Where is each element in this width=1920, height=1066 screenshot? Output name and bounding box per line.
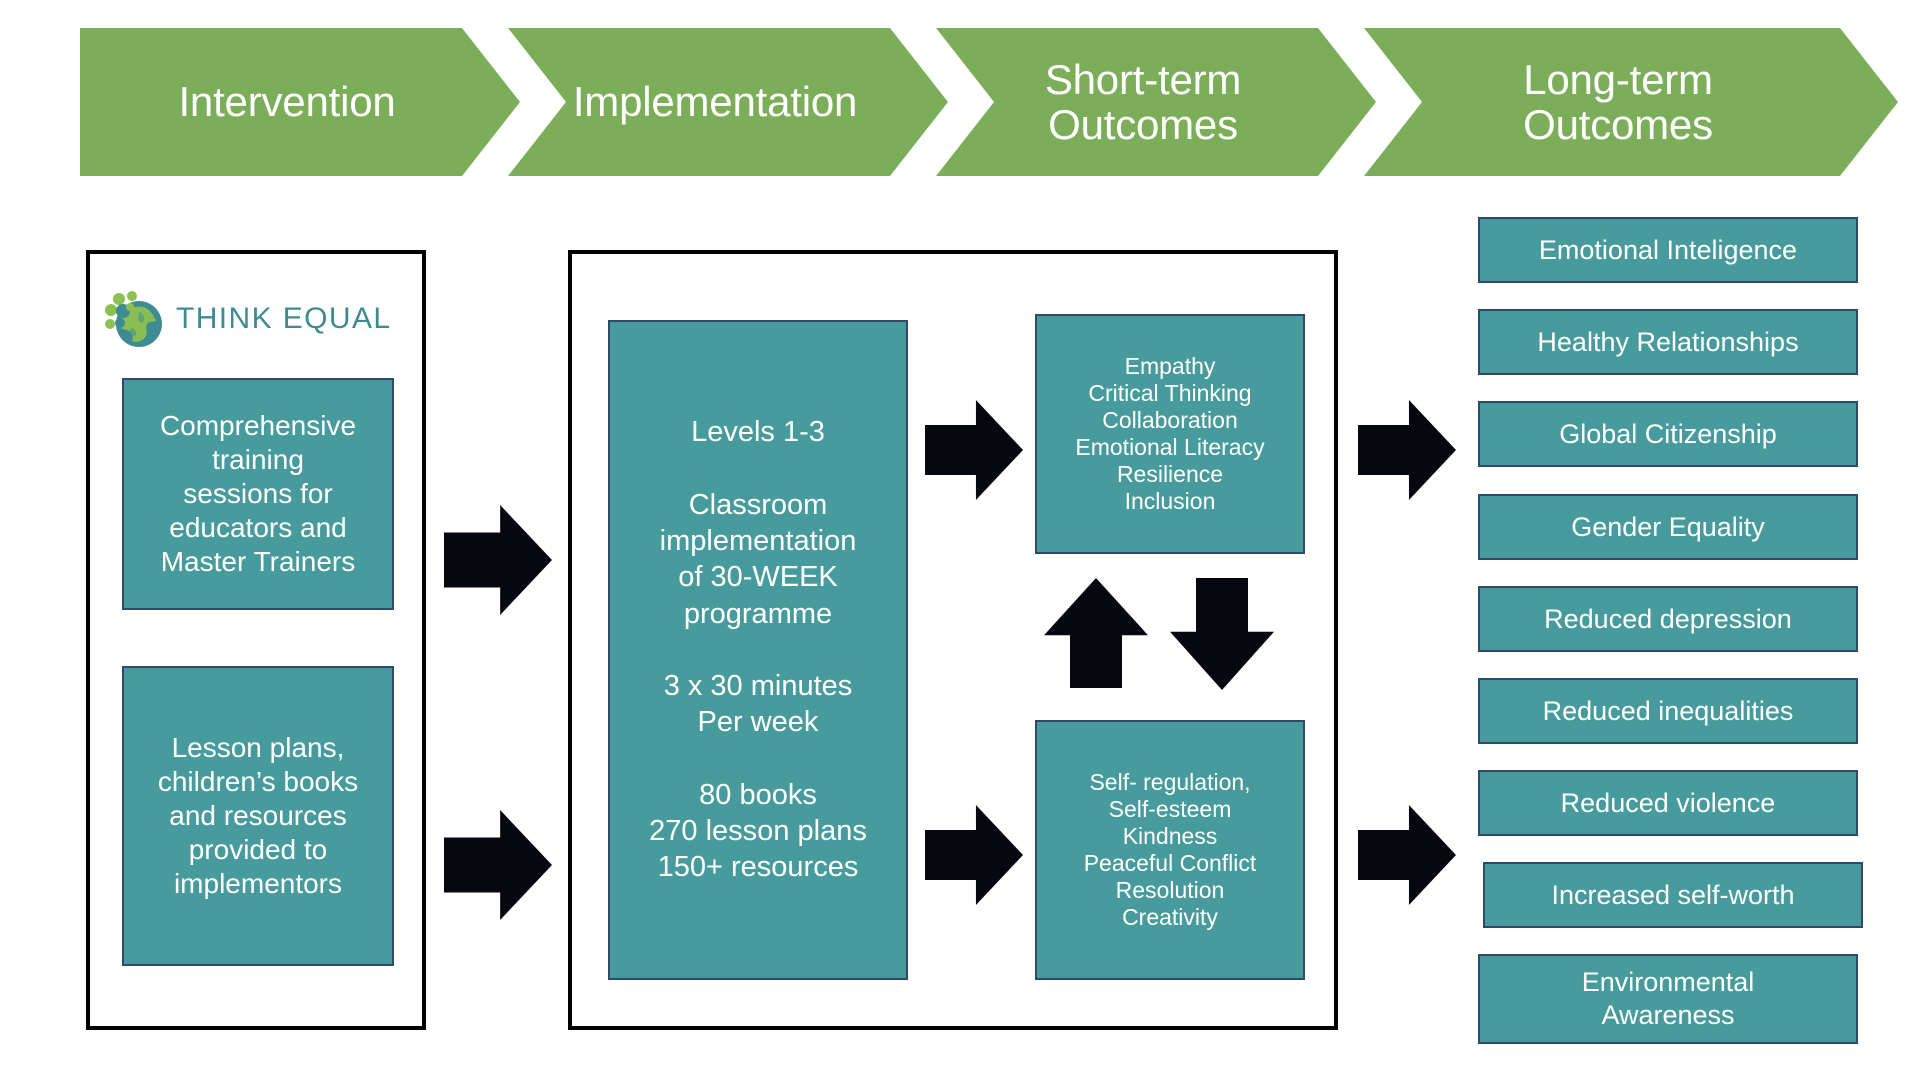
long-term-outcome-box-5-text: Reduced depression [1544, 603, 1792, 634]
stage-chevron-implementation-label: Implementation [572, 78, 858, 126]
short-term-outcome-box-behaviours-text: Self- regulation, Self-esteem Kindness P… [1083, 769, 1257, 930]
long-term-outcome-box-4-text: Gender Equality [1571, 511, 1765, 542]
arrow-intervention-training-to-implementation [444, 505, 552, 615]
long-term-outcome-box-9: Environmental Awareness [1478, 954, 1858, 1044]
long-term-outcome-box-4: Gender Equality [1478, 494, 1858, 560]
stage-chevron-long-term-outcomes: Long-term Outcomes [1364, 28, 1898, 176]
stage-chevron-intervention: Intervention [80, 28, 520, 176]
long-term-outcome-box-3: Global Citizenship [1478, 401, 1858, 467]
arrow-short-term-bottom-to-long-term [1358, 805, 1456, 905]
think-equal-logo-text: THINK EQUAL [176, 302, 392, 335]
long-term-outcome-box-6-text: Reduced inequalities [1542, 695, 1794, 726]
long-term-outcome-box-7-text: Reduced violence [1560, 787, 1776, 818]
intervention-box-resources-text: Lesson plans, children’s books and resou… [157, 731, 359, 900]
stage-chevron-implementation: Implementation [508, 28, 948, 176]
short-term-outcome-box-behaviours: Self- regulation, Self-esteem Kindness P… [1035, 720, 1305, 980]
stage-chevron-short-term-outcomes-label: Short-term Outcomes [1044, 55, 1242, 148]
globe-icon [105, 291, 162, 347]
long-term-outcome-box-1-text: Emotional Inteligence [1538, 234, 1798, 265]
long-term-outcome-box-8: Increased self-worth [1483, 862, 1863, 928]
think-equal-logo: THINK EQUAL [104, 288, 391, 350]
long-term-outcome-box-6: Reduced inequalities [1478, 678, 1858, 744]
long-term-outcome-box-8-text: Increased self-worth [1551, 879, 1795, 910]
intervention-box-training-text: Comprehensive training sessions for educ… [159, 409, 357, 578]
implementation-box-programme: Levels 1-3 Classroom implementation of 3… [608, 320, 908, 980]
long-term-outcome-box-5: Reduced depression [1478, 586, 1858, 652]
arrow-short-term-top-to-long-term [1358, 400, 1456, 500]
short-term-outcome-box-skills-text: Empathy Critical Thinking Collaboration … [1075, 353, 1265, 514]
long-term-outcome-box-2: Healthy Relationships [1478, 309, 1858, 375]
long-term-outcome-box-7: Reduced violence [1478, 770, 1858, 836]
stage-chevron-long-term-outcomes-label: Long-term Outcomes [1523, 55, 1713, 148]
long-term-outcome-box-3-text: Global Citizenship [1559, 418, 1777, 449]
short-term-outcome-box-skills: Empathy Critical Thinking Collaboration … [1035, 314, 1305, 554]
long-term-outcome-box-2-text: Healthy Relationships [1537, 326, 1799, 357]
arrow-intervention-resources-to-implementation [444, 810, 552, 920]
intervention-box-training: Comprehensive training sessions for educ… [122, 378, 394, 610]
long-term-outcome-box-9-text: Environmental Awareness [1581, 967, 1755, 1030]
stage-chevron-short-term-outcomes: Short-term Outcomes [936, 28, 1376, 176]
implementation-box-programme-text: Levels 1-3 Classroom implementation of 3… [649, 416, 867, 884]
long-term-outcome-box-1: Emotional Inteligence [1478, 217, 1858, 283]
intervention-box-resources: Lesson plans, children’s books and resou… [122, 666, 394, 966]
stage-chevron-intervention-label: Intervention [178, 78, 396, 126]
